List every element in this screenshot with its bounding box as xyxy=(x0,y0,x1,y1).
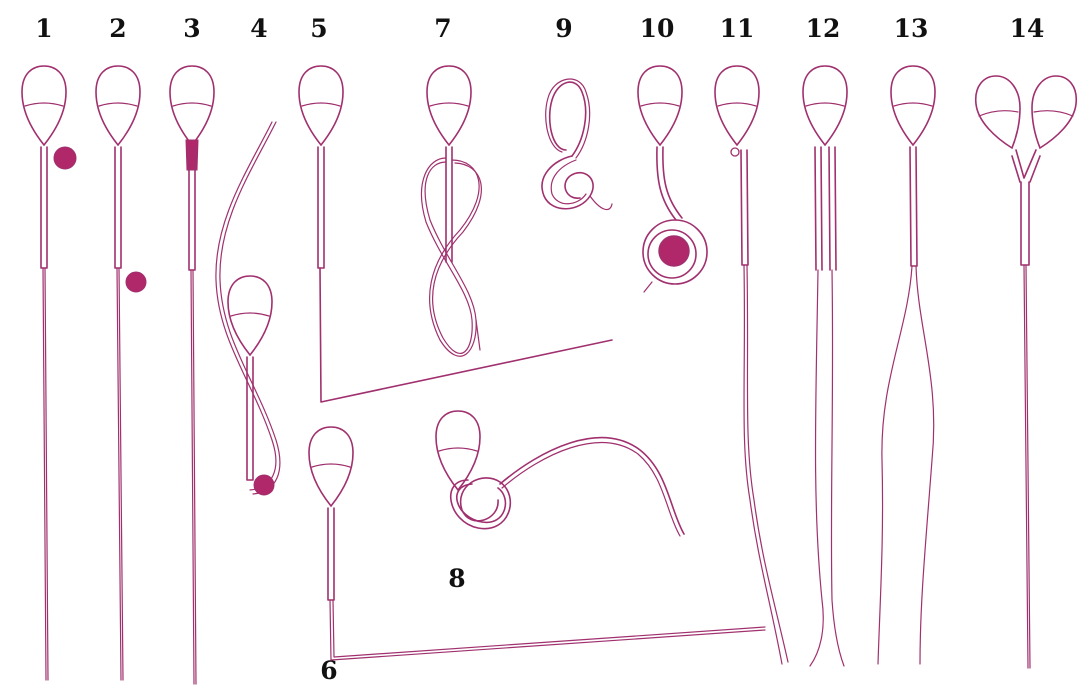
sperm-13-split-tail xyxy=(878,66,935,664)
sperm-9-coiled-tail-loop xyxy=(542,79,612,210)
sperm-1-neck-droplet xyxy=(22,66,76,680)
sperm-12-double-tail xyxy=(803,66,847,666)
sperm-6-right-angle-tail xyxy=(309,427,765,660)
sperm-14-double-head xyxy=(976,76,1077,668)
sperm-7-looped-tail xyxy=(422,66,482,356)
sperm-4-coiled-tail xyxy=(216,122,280,495)
sperm-11-wavy-tail xyxy=(715,66,788,664)
sperm-2-distal-droplet xyxy=(96,66,146,680)
sperm-3-thick-neck xyxy=(170,66,214,684)
sperm-10-tail-ball xyxy=(638,66,707,292)
sperm-8-coiled-tail xyxy=(436,411,684,536)
